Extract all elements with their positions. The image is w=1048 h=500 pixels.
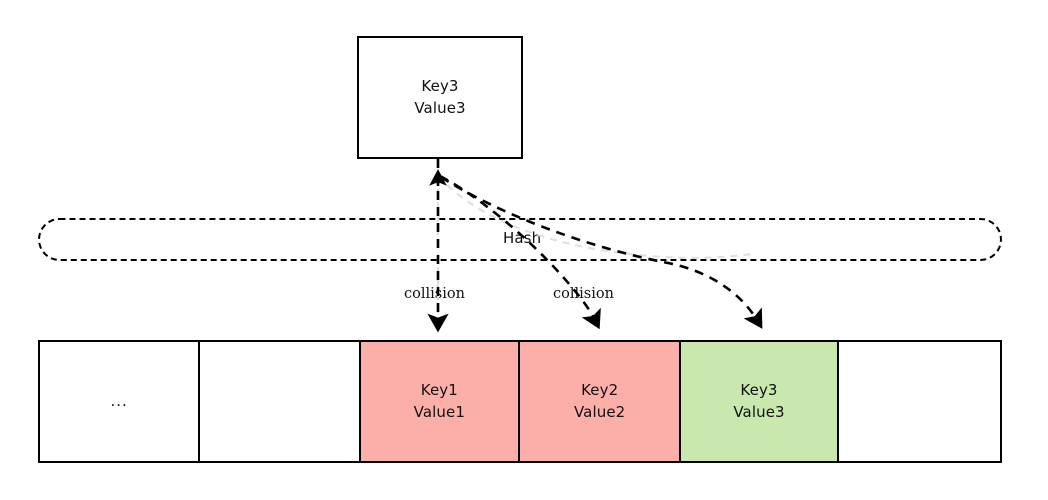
bucket-cell-0-ellipsis: ...: [110, 391, 128, 410]
bucket-cell-5[interactable]: [838, 342, 1000, 461]
bucket-cell-3-value: Value2: [573, 402, 626, 421]
bucket-cell-4[interactable]: Key3 Value3: [681, 342, 839, 461]
bucket-cell-1[interactable]: [200, 342, 361, 461]
incoming-entry-key: Key3: [421, 76, 459, 95]
bucket-cell-4-value: Value3: [733, 402, 785, 421]
bucket-cell-0[interactable]: ...: [40, 342, 201, 461]
bucket-cell-4-key: Key3: [740, 380, 778, 399]
incoming-entry-value: Value3: [414, 98, 466, 117]
bucket-cell-2-key: Key1: [420, 380, 458, 399]
collision-label-2: collision: [553, 286, 614, 302]
bucket-array: ... Key1 Value1 Key2 Value2 Key3 Value3: [38, 340, 1002, 463]
bucket-cell-3[interactable]: Key2 Value2: [520, 342, 682, 461]
bucket-cell-2-value: Value1: [413, 402, 465, 421]
bucket-cell-3-key: Key2: [581, 380, 619, 399]
hash-function-label: Hash: [503, 229, 542, 247]
collision-label-1: collision: [404, 286, 465, 302]
bucket-cell-2[interactable]: Key1 Value1: [360, 342, 520, 461]
incoming-entry-box: Key3 Value3: [357, 36, 523, 159]
